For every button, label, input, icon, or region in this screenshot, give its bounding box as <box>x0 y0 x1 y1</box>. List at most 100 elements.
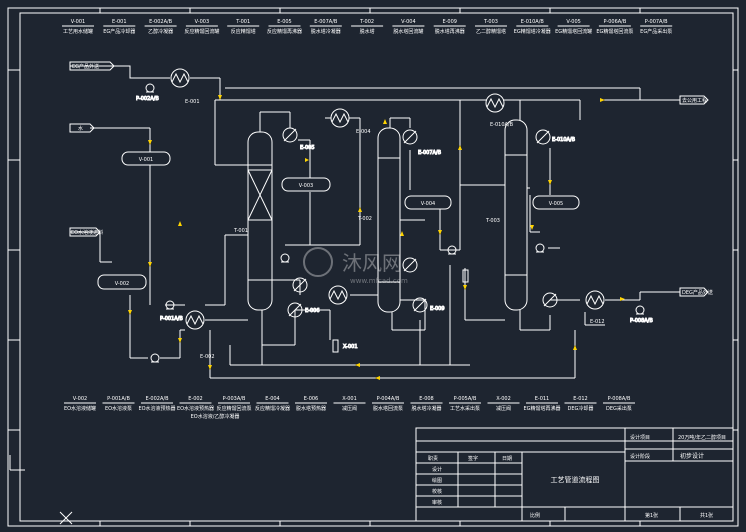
top-tag-code: E-002A/B <box>149 19 173 25</box>
pump-p006 <box>535 243 545 253</box>
top-tag-code: E-005 <box>277 19 292 25</box>
svg-text:EG产品外送: EG产品外送 <box>72 63 99 70</box>
bottom-tag-desc: 减压阀 <box>496 405 511 412</box>
svg-text:E-010A/B: E-010A/B <box>490 122 514 128</box>
svg-text:DEG产品外送: DEG产品外送 <box>682 289 713 296</box>
svg-text:E-002: E-002 <box>200 354 215 360</box>
bottom-tag-desc: 工艺水采出泵 <box>450 405 480 412</box>
pump-p003 <box>280 253 290 263</box>
bottom-tag-code: E-011 <box>535 396 550 402</box>
top-tag-code: V-004 <box>401 19 415 25</box>
svg-text:设计项目: 设计项目 <box>630 434 650 441</box>
outer-frame <box>7 7 739 527</box>
bottom-tag-desc: DEG冷却器 <box>568 405 594 412</box>
svg-text:E-004: E-004 <box>356 129 371 135</box>
bottom-tag-code: E-002A/B <box>145 396 169 402</box>
bottom-tag-code: E-002 <box>188 396 203 402</box>
top-tag-desc: EG产品冷却器 <box>103 28 135 35</box>
top-tag-code: E-010A/B <box>521 19 545 25</box>
svg-text:E-001: E-001 <box>185 99 200 105</box>
svg-text:V-004: V-004 <box>421 201 435 207</box>
vessel-v002: V-002 <box>97 274 147 290</box>
bottom-tag-code: P-005A/B <box>454 396 477 402</box>
svg-text:去公用工程: 去公用工程 <box>682 97 707 104</box>
valve-x001: X-001 <box>332 339 358 353</box>
svg-text:E-010A/B: E-010A/B <box>552 137 576 143</box>
top-tag-desc: EG精馏塔回流泵 <box>596 28 633 35</box>
top-tag-desc: 脱水塔 <box>360 28 375 35</box>
reboiler-e011b <box>542 292 558 308</box>
top-tag-code: V-003 <box>195 19 209 25</box>
svg-text:T-001: T-001 <box>233 228 248 234</box>
top-tag-code: P-006A/B <box>604 19 627 25</box>
condenser-e007: E-007A/B <box>402 129 442 157</box>
svg-text:V-003: V-003 <box>299 183 313 189</box>
bottom-tag-code: V-002 <box>73 396 87 402</box>
zone-ticks <box>8 8 738 526</box>
title-block: 设计项目 20万吨/年乙二醇项目 设计阶段 初步设计 职责 签字 日期 设计绘图… <box>415 427 734 522</box>
svg-text:T-003: T-003 <box>485 218 500 224</box>
svg-text:V-001: V-001 <box>139 157 153 163</box>
bottom-tag-desc: EO水溶液储罐 <box>64 405 96 412</box>
vessel-v003: V-003 <box>281 177 331 192</box>
title-role: 审核 <box>432 499 442 506</box>
pump-p001b <box>150 353 160 363</box>
svg-text:P-001A/B: P-001A/B <box>160 316 183 322</box>
bottom-tag-code: X-001 <box>342 396 357 402</box>
svg-text:T-002: T-002 <box>357 216 372 222</box>
pump-p008: P-008A/B <box>630 305 654 325</box>
stream-water: 水 <box>69 123 95 133</box>
piping-white <box>70 65 680 379</box>
top-tag-code: V-005 <box>566 19 580 25</box>
bottom-tag-desc: 脱水塔冷凝器 <box>411 405 441 412</box>
bottom-tag-desc: 脱水塔预热器 <box>296 405 326 412</box>
condenser-e003: E-005 <box>282 127 315 152</box>
bottom-tag-code: P-003A/B <box>223 396 246 402</box>
svg-text:日期: 日期 <box>502 456 512 462</box>
svg-text:E-012: E-012 <box>590 319 605 325</box>
bottom-tag-desc: EO水溶液预热器 <box>138 405 175 412</box>
top-tag-code: E-007A/B <box>314 19 338 25</box>
bottom-tag-desc: 减压阀 <box>342 405 357 412</box>
top-tag-desc: 脱水塔再沸器 <box>435 28 465 35</box>
svg-text:V-005: V-005 <box>549 201 563 207</box>
reboiler-e005: E-006 <box>287 302 320 318</box>
svg-text:初步设计: 初步设计 <box>680 452 704 460</box>
svg-text:第1张: 第1张 <box>645 512 658 519</box>
top-tag-desc: 脱水塔回流罐 <box>393 28 423 35</box>
bottom-tag-code: E-006 <box>304 396 319 402</box>
top-tag-code: E-001 <box>112 19 127 25</box>
title-role: 设计 <box>432 466 442 473</box>
svg-text:E-009: E-009 <box>430 306 445 312</box>
svg-text:E-006: E-006 <box>305 308 320 314</box>
svg-text:职责: 职责 <box>428 455 438 462</box>
bottom-tag-code: P-008A/B <box>608 396 631 402</box>
exchanger-e006 <box>328 285 348 305</box>
pump-p002: P-002A/B <box>136 83 160 103</box>
reboiler-e008 <box>402 257 418 273</box>
svg-text:E-007A/B: E-007A/B <box>418 150 442 156</box>
bottom-tag-code: P-001A/B <box>107 396 130 402</box>
pump-p004 <box>447 245 457 255</box>
top-tag-code: T-002 <box>359 19 374 25</box>
vessel-v001: V-001 <box>121 151 171 166</box>
column-t002: T-002 <box>357 127 401 313</box>
svg-text:签字: 签字 <box>468 455 478 462</box>
title-role: 绘图 <box>432 477 442 484</box>
top-tag-code: P-007A/B <box>645 19 668 25</box>
exchanger-e001: E-001 <box>170 68 200 105</box>
top-tag-desc: EG精馏塔冷凝器 <box>514 28 551 35</box>
svg-text:20万吨/年乙二醇项目: 20万吨/年乙二醇项目 <box>678 434 726 441</box>
reboiler-e009: E-009 <box>412 297 445 313</box>
top-tag-desc: 反应精馏再沸器 <box>267 28 302 35</box>
top-tag-desc: 反应精馏塔 <box>231 28 256 35</box>
svg-text:X-001: X-001 <box>343 344 358 350</box>
svg-text:设计阶段: 设计阶段 <box>630 453 650 460</box>
bottom-tag-desc: 反应精馏回流泵 <box>216 405 251 412</box>
bottom-tag-code: X-002 <box>496 396 511 402</box>
svg-text:共1张: 共1张 <box>700 512 713 519</box>
top-tag-desc: 工艺用水储罐 <box>63 28 93 35</box>
bottom-tag-code: E-008 <box>419 396 434 402</box>
vessel-v005: V-005 <box>532 195 580 210</box>
